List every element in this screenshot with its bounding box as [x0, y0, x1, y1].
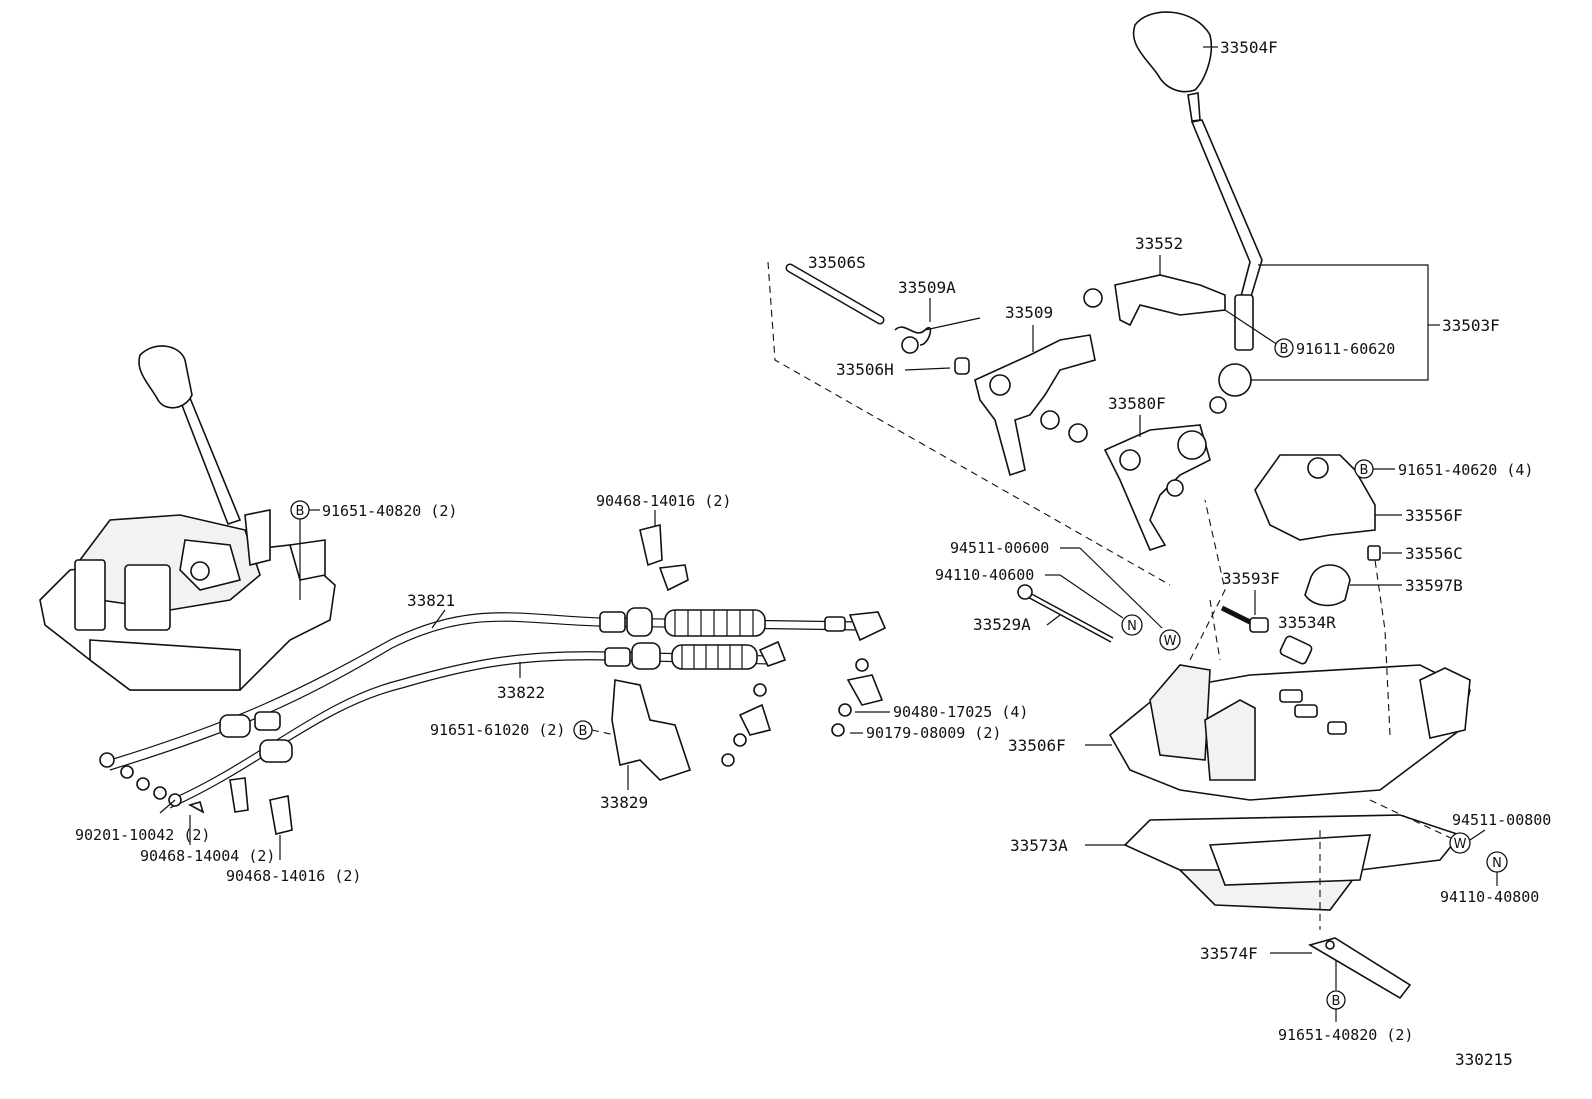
label-91651-40820-right: 91651-40820 (2) [1278, 1026, 1413, 1044]
shifter-assembly-left [39, 345, 336, 691]
washer-symbol-94511-00800: W [1449, 832, 1471, 854]
label-33504F: 33504F [1220, 38, 1278, 57]
label-94110-40600: 94110-40600 [935, 566, 1034, 584]
bolt-symbol-91651-61020: B [573, 720, 616, 740]
label-33552: 33552 [1135, 234, 1183, 253]
bracket-33580F [1103, 424, 1211, 551]
washers-right-cable [721, 658, 884, 767]
label-91651-40820-left: 91651-40820 (2) [322, 502, 457, 520]
label-33597B: 33597B [1405, 576, 1463, 595]
part-33534R [1279, 635, 1313, 665]
spring-33509A [894, 317, 981, 354]
label-33529A: 33529A [973, 615, 1031, 634]
bolt-symbol-91611-60620: B [1224, 309, 1294, 358]
shift-knob-33504F [1132, 11, 1213, 122]
label-90480-17025: 90480-17025 (4) [893, 703, 1028, 721]
label-33509A: 33509A [898, 278, 956, 297]
label-33509: 33509 [1005, 303, 1053, 322]
bolt-33593F [1220, 605, 1269, 633]
boot-33573A [1123, 799, 1462, 930]
bellows-upper [664, 609, 766, 637]
label-33574F: 33574F [1200, 944, 1258, 963]
label-94511-00800: 94511-00800 [1452, 811, 1551, 829]
label-33556F: 33556F [1405, 506, 1463, 525]
label-94511-00600: 94511-00600 [950, 539, 1049, 557]
label-33534R: 33534R [1278, 613, 1336, 632]
shift-lever-33503F [1190, 119, 1263, 414]
label-33821: 33821 [407, 591, 455, 610]
svg-text:B: B [1332, 994, 1341, 1009]
svg-text:N: N [1127, 619, 1137, 634]
label-90201-10042: 90201-10042 (2) [75, 826, 210, 844]
svg-text:B: B [1360, 463, 1369, 478]
bolt-33529A [1017, 584, 1114, 643]
lever-33509 [954, 334, 1096, 477]
label-33506F: 33506F [1008, 736, 1066, 755]
bolt-symbol-91651-40820-right: B [1326, 960, 1346, 1022]
shift-cables [99, 607, 887, 809]
label-33506H: 33506H [836, 360, 894, 379]
label-33503F: 33503F [1442, 316, 1500, 335]
cable-clips-bottom [187, 777, 293, 835]
bracket-33556F [1254, 454, 1376, 541]
pin-33506S [785, 263, 885, 325]
cable-clips-top [639, 523, 689, 592]
label-33593F: 33593F [1222, 569, 1280, 588]
svg-text:W: W [1164, 634, 1177, 649]
label-91611-60620: 91611-60620 [1296, 340, 1395, 358]
bracket-33829 [611, 679, 692, 781]
bolt-symbol-left-top: B [290, 500, 320, 600]
nut-symbol-94110-40600: N [1121, 614, 1143, 636]
label-94110-40800: 94110-40800 [1440, 888, 1539, 906]
label-33822: 33822 [497, 683, 545, 702]
label-90468-14016-bottom: 90468-14016 (2) [226, 867, 361, 885]
bracket-33552 [1083, 274, 1226, 327]
label-33506S: 33506S [808, 253, 866, 272]
washer-symbol-94511-00600: W [1159, 629, 1181, 651]
svg-text:B: B [1280, 342, 1289, 357]
label-91651-40620: 91651-40620 (4) [1398, 461, 1533, 479]
label-90468-14016-top: 90468-14016 (2) [596, 492, 731, 510]
svg-text:B: B [296, 504, 305, 519]
label-91651-61020: 91651-61020 (2) [430, 721, 565, 739]
svg-text:B: B [579, 724, 588, 739]
part-33556C [1367, 545, 1381, 561]
diagram-id: 330215 [1455, 1050, 1513, 1069]
nut-symbol-94110-40800: N [1486, 851, 1508, 886]
label-90179-08009: 90179-08009 (2) [866, 724, 1001, 742]
svg-text:W: W [1454, 837, 1467, 852]
label-33580F: 33580F [1108, 394, 1166, 413]
label-33556C: 33556C [1405, 544, 1463, 563]
label-33829: 33829 [600, 793, 648, 812]
bolt-symbol-91651-40620: B [1354, 459, 1395, 479]
label-90468-14004: 90468-14004 (2) [140, 847, 275, 865]
svg-text:N: N [1492, 856, 1502, 871]
part-33597B [1304, 564, 1351, 607]
bellows-lower [671, 644, 758, 670]
label-33573A: 33573A [1010, 836, 1068, 855]
bracket-33574F [1307, 937, 1412, 1000]
base-plate-33506F [1108, 499, 1471, 801]
